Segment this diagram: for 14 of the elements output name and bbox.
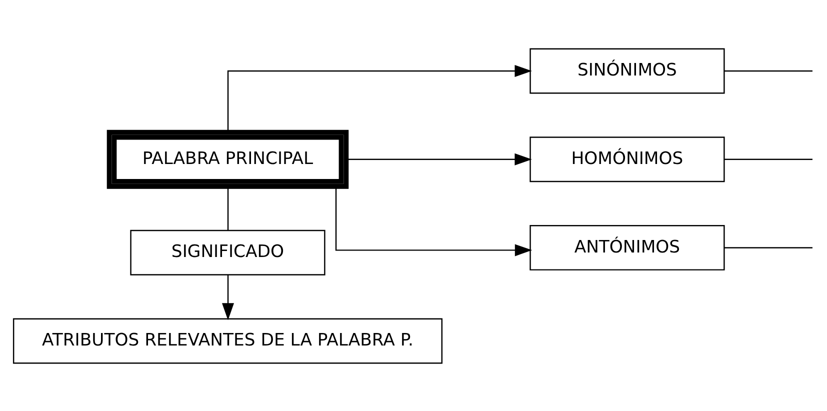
arrow xyxy=(227,64,532,132)
node-box: SINÓNIMOS xyxy=(530,48,725,94)
connector xyxy=(724,158,812,160)
connector xyxy=(724,70,812,72)
arrow xyxy=(346,152,532,165)
node-box: ANTÓNIMOS xyxy=(530,224,725,270)
connector xyxy=(724,246,812,248)
arrow xyxy=(335,186,532,256)
connector xyxy=(227,186,229,230)
node-box: ATRIBUTOS RELEVANTES DE LA PALABRA P. xyxy=(12,318,443,364)
node-box: PALABRA PRINCIPAL xyxy=(106,129,349,188)
arrow xyxy=(222,274,234,320)
node-box: HOMÓNIMOS xyxy=(530,136,725,182)
node-box: SIGNIFICADO xyxy=(130,229,326,275)
